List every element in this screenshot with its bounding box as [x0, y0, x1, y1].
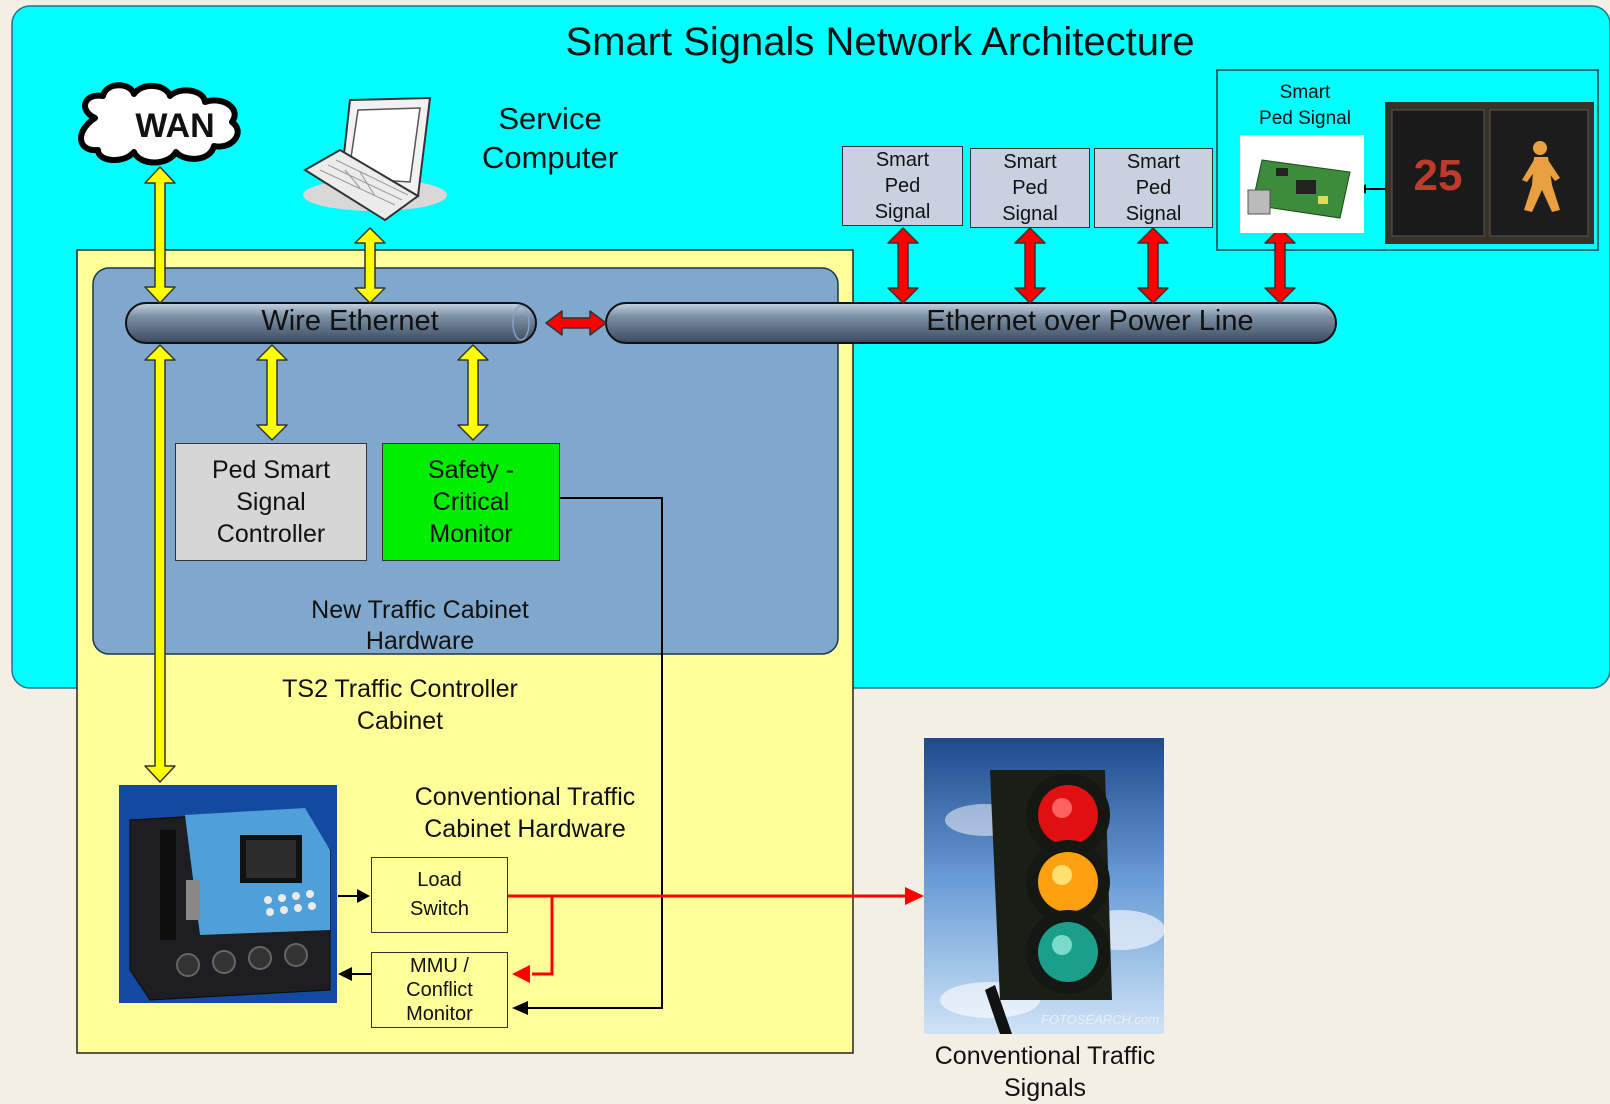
ped-controller-label: Ped Smart Signal Controller	[211, 456, 331, 548]
service-computer-label: Service Computer	[481, 101, 619, 175]
photo-watermark: FOTOSEARCH.com	[1040, 1012, 1160, 1027]
diagram-title: Smart Signals Network Architecture	[565, 20, 1195, 64]
ethernet-controller-hw-arrow	[144, 344, 176, 783]
cloud-icon	[78, 82, 241, 166]
traffic-light-image	[924, 738, 1165, 1034]
wire-ethernet-cable	[125, 302, 537, 344]
ped-signal-box-1: Smart Ped Signal	[842, 146, 963, 226]
monitor-to-mmu-wire	[527, 497, 663, 1009]
output-arrowheads	[512, 887, 924, 983]
conventional-hardware-label: Conventional Traffic Cabinet Hardware	[414, 783, 636, 843]
computer-ethernet-arrow	[354, 227, 386, 304]
ethernet-module-image	[1240, 135, 1364, 233]
powerline-label: Ethernet over Power Line	[926, 305, 1254, 337]
mmu-label: MMU / Conflict Monitor	[406, 955, 473, 1025]
wan-label: WAN	[135, 107, 215, 145]
traffic-controller-image	[119, 785, 337, 1003]
monitor-ethernet-arrow	[457, 344, 489, 441]
laptop-icon	[303, 96, 447, 222]
new-cabinet-label: New Traffic Cabinet Hardware	[311, 596, 529, 656]
pedestrian-signal-image: 25	[1385, 102, 1594, 244]
red-arrows	[545, 227, 1296, 336]
load-switch-label: Load Switch	[410, 869, 469, 920]
wan-ethernet-arrow	[144, 166, 176, 304]
bridge-arrow	[545, 310, 607, 336]
ped-signal-box-3: Smart Ped Signal	[1094, 148, 1213, 228]
ts2-cabinet-label: TS2 Traffic Controller Cabinet	[282, 675, 518, 735]
output-lines	[508, 894, 905, 976]
yellow-arrows	[144, 166, 489, 783]
safety-monitor-label: Safety - Critical Monitor	[427, 456, 515, 548]
ped-signal-1-arrow	[887, 227, 919, 304]
ped-controller-box: Ped Smart Signal Controller	[175, 443, 367, 561]
ped-signal-3-arrow	[1137, 227, 1169, 304]
ped-signal-label-1: Smart Ped Signal	[874, 149, 931, 223]
ped-signal-label-2: Smart Ped Signal	[1002, 151, 1058, 225]
ped-signal-group-arrow	[1264, 227, 1296, 304]
load-switch-to-mmu-line	[532, 896, 554, 976]
load-switch-box: Load Switch	[371, 857, 508, 933]
ped-signal-box-2: Smart Ped Signal	[970, 148, 1090, 228]
ped-signal-label-3: Smart Ped Signal	[1125, 151, 1182, 225]
mmu-box: MMU / Conflict Monitor	[371, 952, 508, 1028]
svg-text:25: 25	[1414, 151, 1463, 200]
smart-ped-signal-group-label: Smart Ped Signal	[1259, 82, 1351, 129]
controller-ethernet-arrow	[256, 344, 288, 441]
smart-ped-signal-group	[1216, 69, 1599, 251]
traffic-signals-caption: Conventional Traffic Signals	[934, 1042, 1156, 1102]
ped-signal-2-arrow	[1014, 227, 1046, 304]
wire-ethernet-label: Wire Ethernet	[261, 305, 439, 337]
safety-monitor-box: Safety - Critical Monitor	[382, 443, 560, 561]
